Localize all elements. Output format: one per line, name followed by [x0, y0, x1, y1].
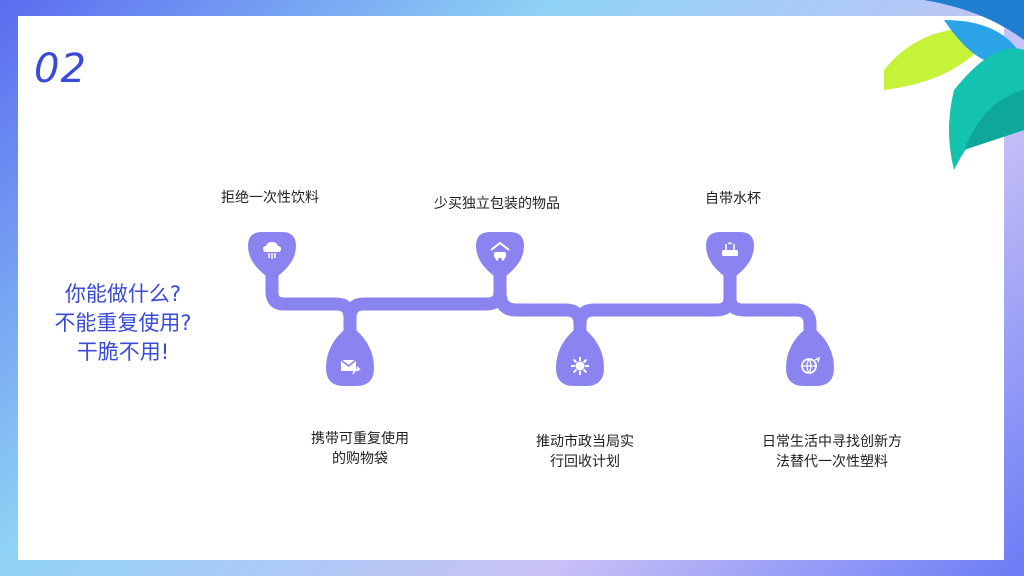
step-4-line-1: 推动市政当局实: [536, 434, 634, 450]
step-1-line-1: 拒绝一次性饮料: [221, 190, 319, 206]
slide-frame: [18, 16, 1004, 560]
question-line-3: 干脆不用!: [76, 340, 170, 364]
step-5-line-1: 自带水杯: [705, 191, 761, 207]
step-2-line-2: 的购物袋: [332, 451, 388, 467]
step-1-label: 拒绝一次性饮料: [221, 188, 319, 208]
cloud-icon: [263, 242, 281, 259]
question-line-2: 不能重复使用?: [54, 311, 192, 335]
step-6-label: 日常生活中寻找创新方 法替代一次性塑料: [762, 432, 902, 472]
step-2-label: 携带可重复使用 的购物袋: [311, 429, 409, 469]
slide-number: 02: [34, 46, 87, 92]
gear-icon: [571, 357, 589, 375]
car-home-icon: [490, 241, 510, 261]
mail-icon: [340, 359, 361, 375]
step-6-line-1: 日常生活中寻找创新方: [762, 434, 902, 450]
node-2: [326, 330, 374, 386]
question-line-1: 你能做什么?: [64, 282, 182, 306]
leaf-decoration: [884, 0, 1024, 170]
step-2-line-1: 携带可重复使用: [311, 431, 409, 447]
step-4-line-2: 行回收计划: [550, 454, 620, 470]
router-icon: [722, 242, 738, 256]
step-4-label: 推动市政当局实 行回收计划: [536, 432, 634, 472]
step-5-label: 自带水杯: [705, 189, 761, 209]
globe-icon: [801, 356, 821, 374]
node-6: [786, 330, 834, 386]
step-3-line-1: 少买独立包装的物品: [434, 196, 560, 212]
step-3-label: 少买独立包装的物品: [434, 194, 560, 214]
question-text: 你能做什么? 不能重复使用? 干脆不用!: [28, 280, 218, 367]
step-6-line-2: 法替代一次性塑料: [776, 454, 888, 470]
